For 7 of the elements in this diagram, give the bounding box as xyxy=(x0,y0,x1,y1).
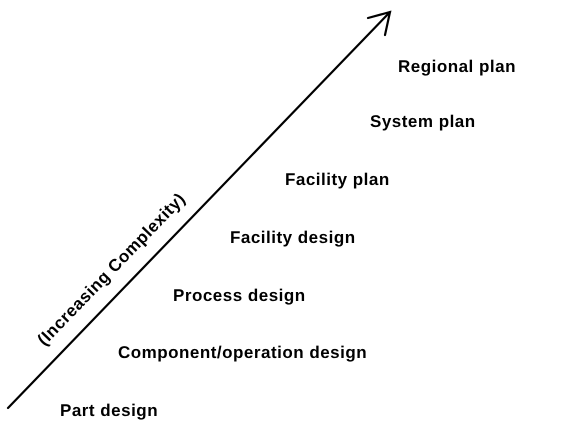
level-label: Process design xyxy=(173,286,306,306)
level-label: Facility design xyxy=(230,228,356,248)
level-label: Part design xyxy=(60,401,158,421)
level-label: Facility plan xyxy=(285,170,390,190)
level-label: System plan xyxy=(370,112,476,132)
level-label: Component/operation design xyxy=(118,343,368,363)
level-label: Regional plan xyxy=(398,57,516,77)
